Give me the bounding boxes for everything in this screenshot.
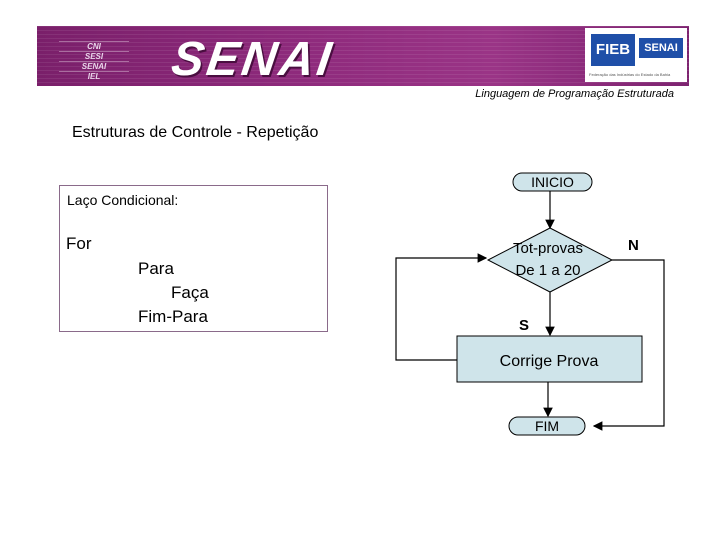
sistema-label: Sistema [594,38,618,44]
line-for: For [66,234,92,253]
start-terminal [512,172,593,192]
federation-caption: Federação das Indústrias do Estado da Ba… [589,72,671,77]
end-terminal [508,416,586,436]
process-label: Corrige Prova [500,353,599,370]
start-label: INICIO [531,174,574,190]
end-label: FIM [535,418,559,434]
fieb-label: FIEB [595,41,631,58]
slide-title: Estruturas de Controle - Repetição [72,124,319,141]
banner-stripes [37,26,689,86]
logo-sesi: SESI [59,51,129,61]
loop-back-arrow [395,253,488,361]
decision-line-2: De 1 a 20 [515,262,580,279]
partner-logos: CNI SESI SENAI IEL [59,41,129,81]
line-para: Para [138,259,174,278]
no-branch-label: N [628,237,639,254]
conditional-loop-box: Laço Condicional: For Para Faça Fim-Para [59,185,328,332]
fieb-senai-logo: Sistema FIEB SENAI Federação das Indústr… [585,28,687,82]
decision-diamond [486,227,614,293]
decision-line-1: Tot-provas [513,240,583,257]
box-heading: Laço Condicional: [67,192,179,208]
process-box [456,335,643,383]
senai-logo-small: SENAI [639,38,683,58]
logo-iel: IEL [59,71,129,81]
logo-cni: CNI [59,41,129,51]
yes-branch-label: S [519,317,529,334]
fieb-logo: Sistema FIEB [591,34,635,66]
course-subtitle: Linguagem de Programação Estruturada [475,88,674,100]
line-fim-para: Fim-Para [138,307,208,326]
header-banner: CNI SESI SENAI IEL SENAI Sistema FIEB SE… [37,26,689,86]
line-faca: Faça [171,283,209,302]
logo-senai-small: SENAI [59,61,129,71]
no-branch-arrow [592,259,665,431]
